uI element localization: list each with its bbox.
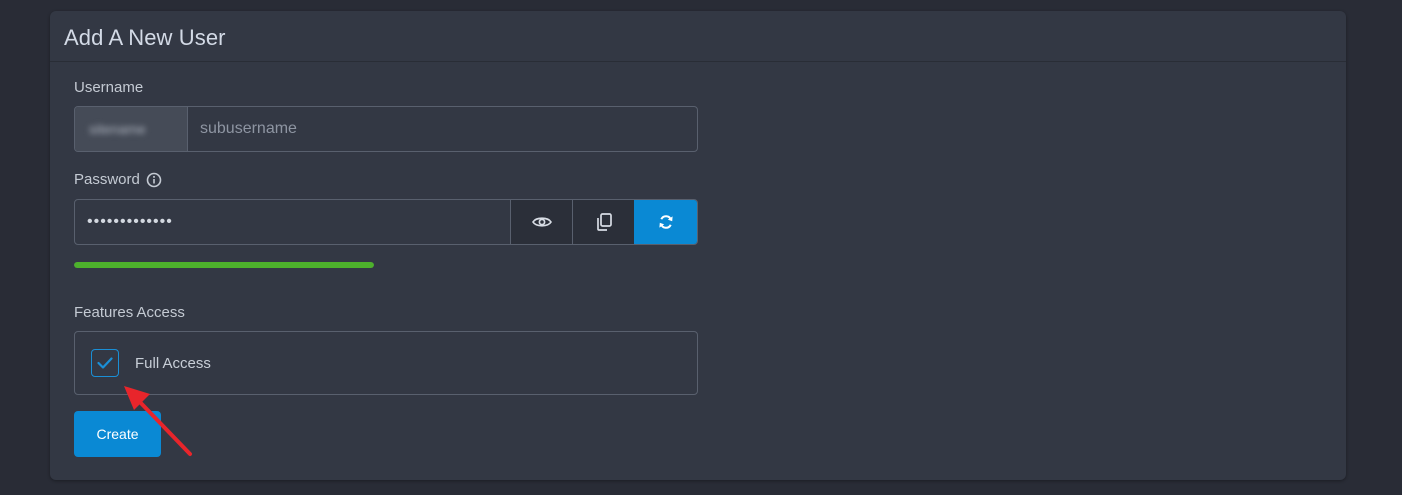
username-input-group: sitename bbox=[74, 106, 698, 152]
features-access-box: Full Access bbox=[74, 331, 698, 395]
eye-icon bbox=[531, 215, 552, 229]
info-circle-icon[interactable] bbox=[146, 172, 162, 188]
password-input[interactable] bbox=[75, 200, 510, 244]
password-label: Password bbox=[74, 171, 140, 188]
add-user-card: Add A New User Username sitename Passwor… bbox=[50, 11, 1346, 480]
generate-password-button[interactable] bbox=[634, 200, 697, 244]
password-strength-meter bbox=[74, 262, 374, 268]
password-strength-fill bbox=[74, 262, 374, 268]
features-access-label: Features Access bbox=[74, 304, 185, 321]
refresh-icon bbox=[658, 214, 674, 230]
show-password-button[interactable] bbox=[510, 200, 572, 244]
username-label: Username bbox=[74, 79, 144, 96]
username-prefix: sitename bbox=[75, 107, 188, 151]
card-title: Add A New User bbox=[64, 24, 226, 50]
full-access-checkbox[interactable] bbox=[91, 349, 119, 377]
copy-password-button[interactable] bbox=[572, 200, 634, 244]
username-prefix-text: sitename bbox=[89, 121, 146, 137]
password-input-group bbox=[74, 199, 698, 245]
check-icon bbox=[97, 357, 113, 369]
full-access-label[interactable]: Full Access bbox=[135, 354, 211, 372]
card-header: Add A New User bbox=[50, 11, 1346, 62]
copy-icon bbox=[596, 213, 612, 231]
username-input[interactable] bbox=[188, 107, 697, 151]
create-button[interactable]: Create bbox=[74, 411, 161, 457]
password-label-row: Password bbox=[74, 171, 162, 188]
